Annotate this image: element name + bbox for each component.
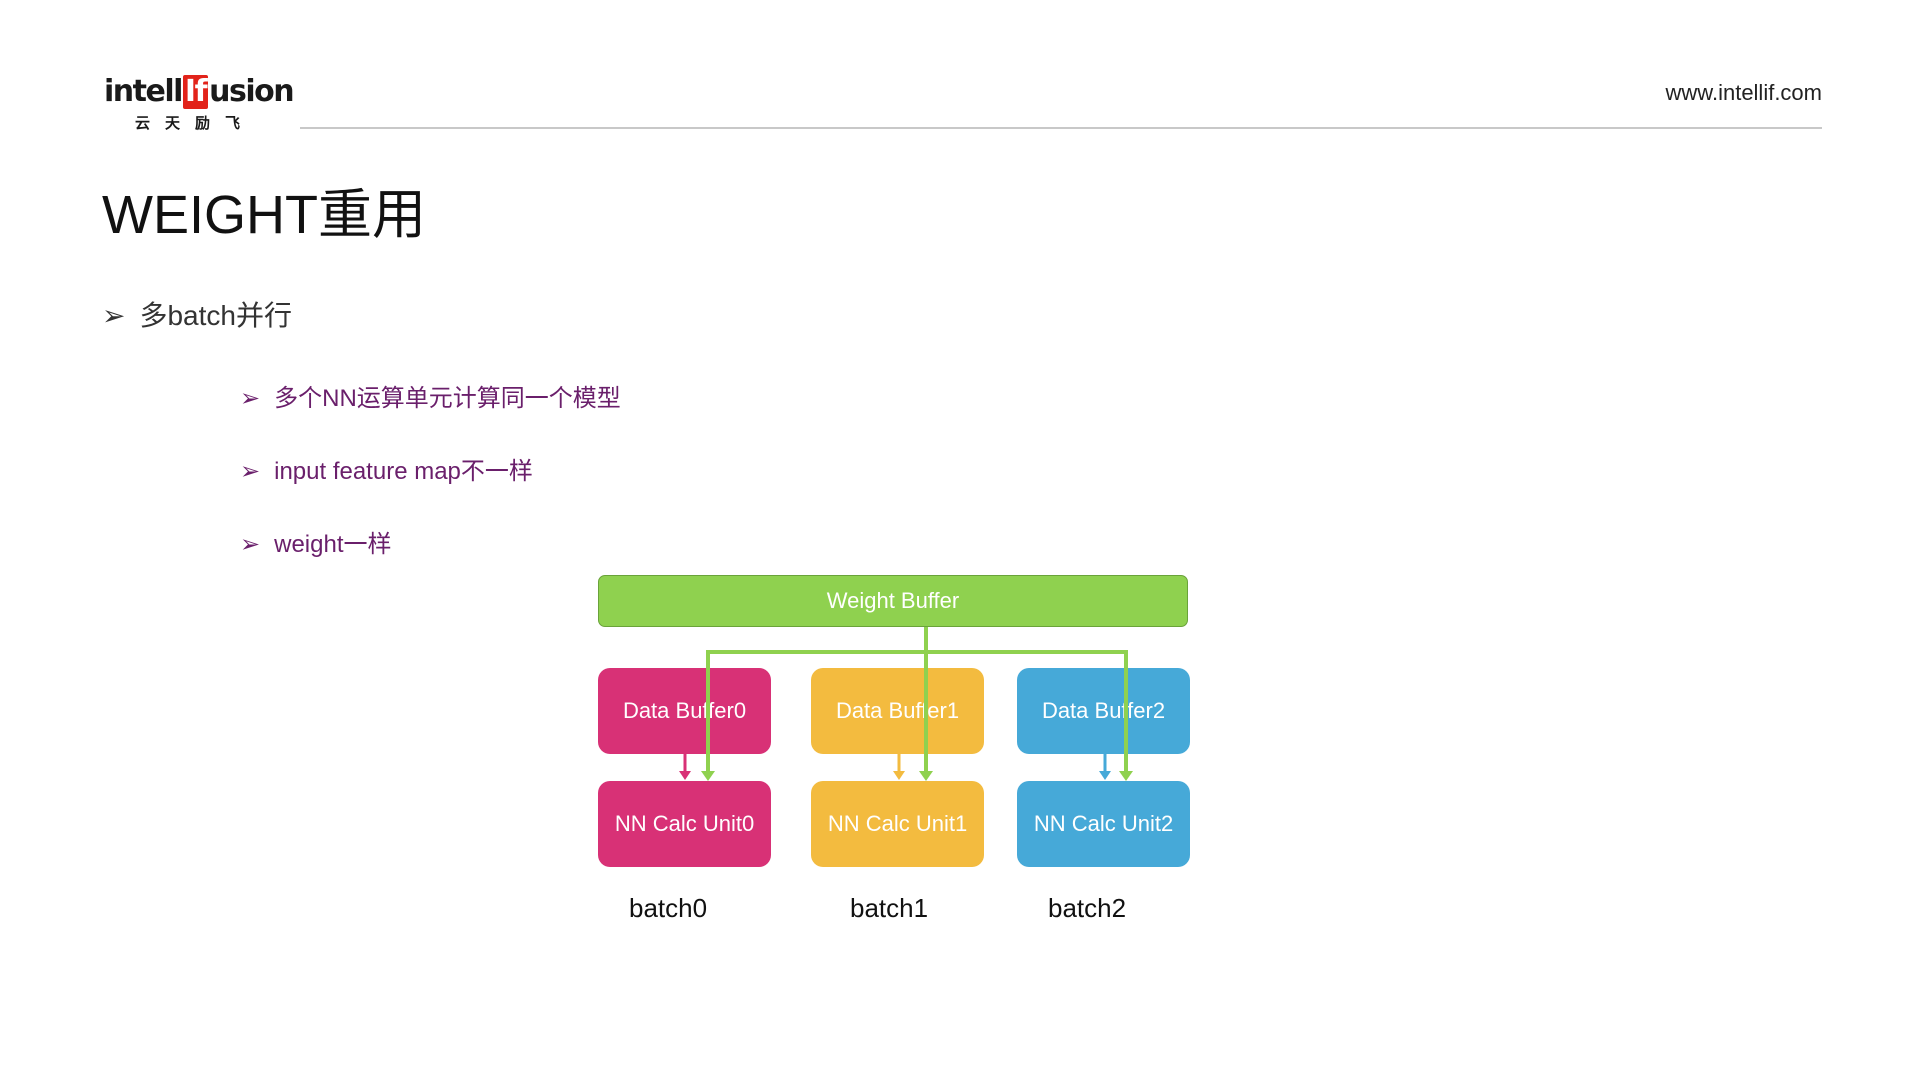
weight-wire-to-unit-2 bbox=[926, 650, 1128, 771]
nn-calc-unit-0-box: NN Calc Unit0 bbox=[598, 781, 771, 867]
weight-arrowhead-2 bbox=[1119, 771, 1133, 781]
sub-bullet: ➢ 多个NN运算单元计算同一个模型 bbox=[240, 378, 621, 413]
weight-buffer-box: Weight Buffer bbox=[598, 575, 1188, 627]
sub-bullet: ➢ input feature map不一样 bbox=[240, 451, 533, 486]
data-arrowhead-2 bbox=[1099, 771, 1111, 780]
header-divider bbox=[300, 127, 1822, 129]
bullet-arrow-icon: ➢ bbox=[240, 531, 261, 558]
website-url: www.intellif.com bbox=[1665, 80, 1822, 105]
nn-calc-unit-1-box: NN Calc Unit1 bbox=[811, 781, 984, 867]
logo-subtitle: 云天励飞 bbox=[135, 114, 256, 132]
connection-lines bbox=[679, 627, 1133, 781]
bullet-arrow-icon: ➢ bbox=[240, 385, 261, 412]
batch-2-label: batch2 bbox=[1048, 893, 1127, 923]
weight-arrowhead-1 bbox=[919, 771, 933, 781]
data-buffer-2-box: Data Buffer2 bbox=[1017, 668, 1190, 754]
weight-wire-to-unit-0 bbox=[706, 627, 928, 771]
main-bullet: ➢ 多batch并行 bbox=[102, 294, 292, 334]
sub-bullet-text: 多个NN运算单元计算同一个模型 bbox=[274, 385, 621, 412]
logo-text-highlight: If bbox=[182, 74, 209, 109]
nn-calc-unit-2-box: NN Calc Unit2 bbox=[1017, 781, 1190, 867]
page-title: WEIGHT重用 bbox=[102, 185, 426, 245]
data-buffer-0-box: Data Buffer0 bbox=[598, 668, 771, 754]
logo-text-right: usion bbox=[209, 74, 294, 109]
data-buffer-1-box: Data Buffer1 bbox=[811, 668, 984, 754]
bullet-arrow-icon: ➢ bbox=[240, 458, 261, 485]
batch-0-label: batch0 bbox=[629, 893, 708, 923]
data-arrowhead-1 bbox=[893, 771, 905, 780]
weight-arrowhead-0 bbox=[701, 771, 715, 781]
sub-bullet: ➢ weight一样 bbox=[240, 524, 391, 559]
logo-text-left: intell bbox=[104, 74, 183, 109]
weight-reuse-diagram: Weight Buffer Data Buffer0 Data Buffer1 … bbox=[598, 575, 1192, 935]
batch-1-label: batch1 bbox=[850, 893, 929, 923]
sub-bullet-text: weight一样 bbox=[274, 531, 392, 558]
sub-bullet-text: input feature map不一样 bbox=[274, 458, 533, 485]
main-bullet-text: 多batch并行 bbox=[139, 300, 292, 331]
data-arrowhead-0 bbox=[679, 771, 691, 780]
bullet-arrow-icon: ➢ bbox=[102, 300, 126, 331]
